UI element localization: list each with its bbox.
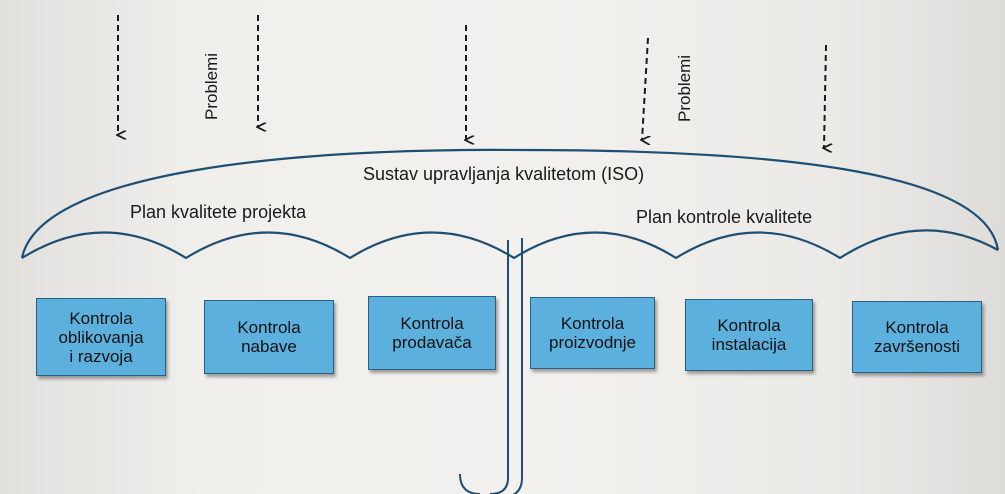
box-line: Kontrola (717, 316, 781, 335)
problem-label-right: Problemi (675, 54, 694, 122)
box-text: Kontrola instalacija (712, 316, 787, 354)
box-text: Kontrola završenosti (874, 318, 960, 356)
box-line: Kontrola (400, 314, 464, 333)
box-text: Kontrola proizvodnje (549, 314, 636, 352)
box-line: Kontrola (885, 318, 949, 337)
box-line: Kontrola (69, 308, 133, 328)
box-kontrola-nabave: Kontrola nabave (204, 300, 334, 374)
box-line: nabave (241, 337, 297, 356)
box-kontrola-oblikovanja: Kontrola oblikovanja i razvoja (36, 298, 166, 376)
problem-arrow-5 (824, 44, 826, 148)
box-text: Kontrola prodavača (392, 314, 471, 352)
box-line: proizvodnje (549, 333, 636, 352)
box-line: Kontrola (560, 314, 625, 333)
box-line: i razvoja (69, 346, 133, 366)
box-text: Kontrola nabave (237, 318, 300, 356)
box-kontrola-prodavaca: Kontrola prodavača (368, 296, 496, 370)
umbrella-canopy (20, 148, 1000, 260)
box-line: prodavača (392, 333, 472, 352)
box-line: Kontrola (237, 318, 301, 337)
box-text: Kontrola oblikovanja i razvoja (58, 309, 143, 366)
box-line: instalacija (711, 335, 787, 354)
right-plan-label: Plan kontrole kvalitete (636, 207, 813, 227)
left-plan-label: Plan kvalitete projekta (130, 202, 307, 222)
problem-arrows (118, 15, 826, 148)
umbrella-title: Sustav upravljanja kvalitetom (ISO) (363, 164, 645, 184)
box-kontrola-instalacija: Kontrola instalacija (685, 299, 813, 371)
box-line: oblikovanja (58, 327, 144, 347)
box-line: završenosti (874, 337, 960, 356)
problem-arrow-4 (642, 37, 648, 140)
box-kontrola-zavrsenosti: Kontrola završenosti (852, 301, 982, 373)
problem-label-left: Problemi (202, 52, 221, 120)
box-kontrola-proizvodnje: Kontrola proizvodnje (530, 297, 655, 369)
